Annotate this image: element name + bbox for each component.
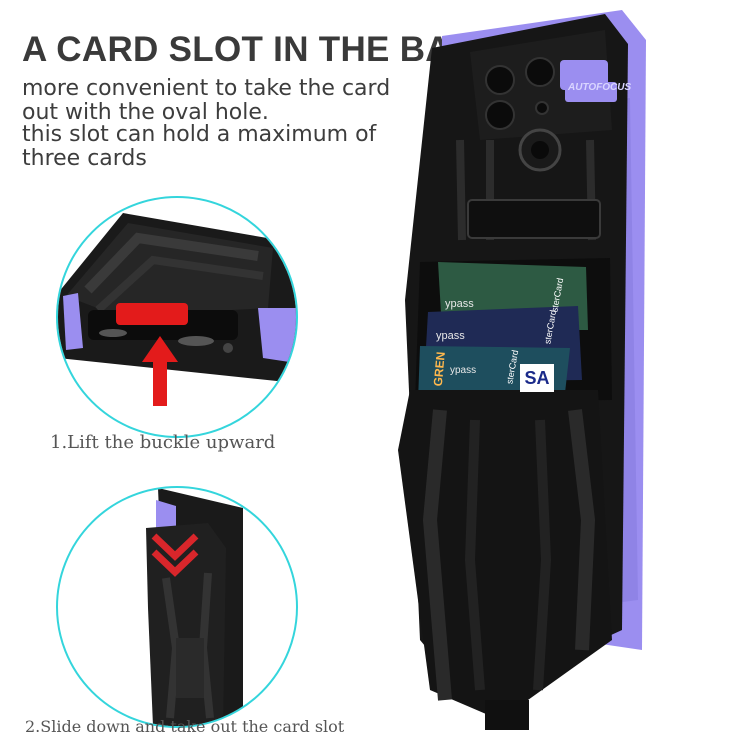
buckle-detail-circle xyxy=(56,196,298,438)
card-3-left-text: GREN xyxy=(430,351,448,387)
phone-case-product: AUTOFOCUS ypass sterCard ypass sterCard … xyxy=(350,0,750,750)
page-title: A CARD SLOT IN THE BACK xyxy=(22,30,503,69)
buckle-detail-illustration xyxy=(58,213,296,383)
step-2-label: 2.Slide down and take out the card slot xyxy=(25,717,345,736)
card-3-visa-text: SA xyxy=(520,364,554,392)
description-line-2: out with the oval hole. xyxy=(22,100,269,125)
step-1-label: 1.Lift the buckle upward xyxy=(50,432,276,453)
chevron-arrows-icon xyxy=(151,533,199,577)
phone-case-illustration xyxy=(398,10,646,730)
card-1-left-text: ypass xyxy=(445,298,474,310)
card-2-left-text: ypass xyxy=(436,330,465,342)
slide-detail-circle xyxy=(56,486,298,728)
description-line-3: this slot can hold a maximum of xyxy=(22,122,377,147)
autofocus-label: AUTOFOCUS xyxy=(568,82,632,93)
description-line-4: three cards xyxy=(22,146,147,171)
description-line-1: more convenient to take the card xyxy=(22,76,391,101)
slide-detail-illustration xyxy=(146,488,243,726)
up-arrow-icon xyxy=(142,336,178,406)
card-3-mid-text: ypass xyxy=(450,365,477,376)
